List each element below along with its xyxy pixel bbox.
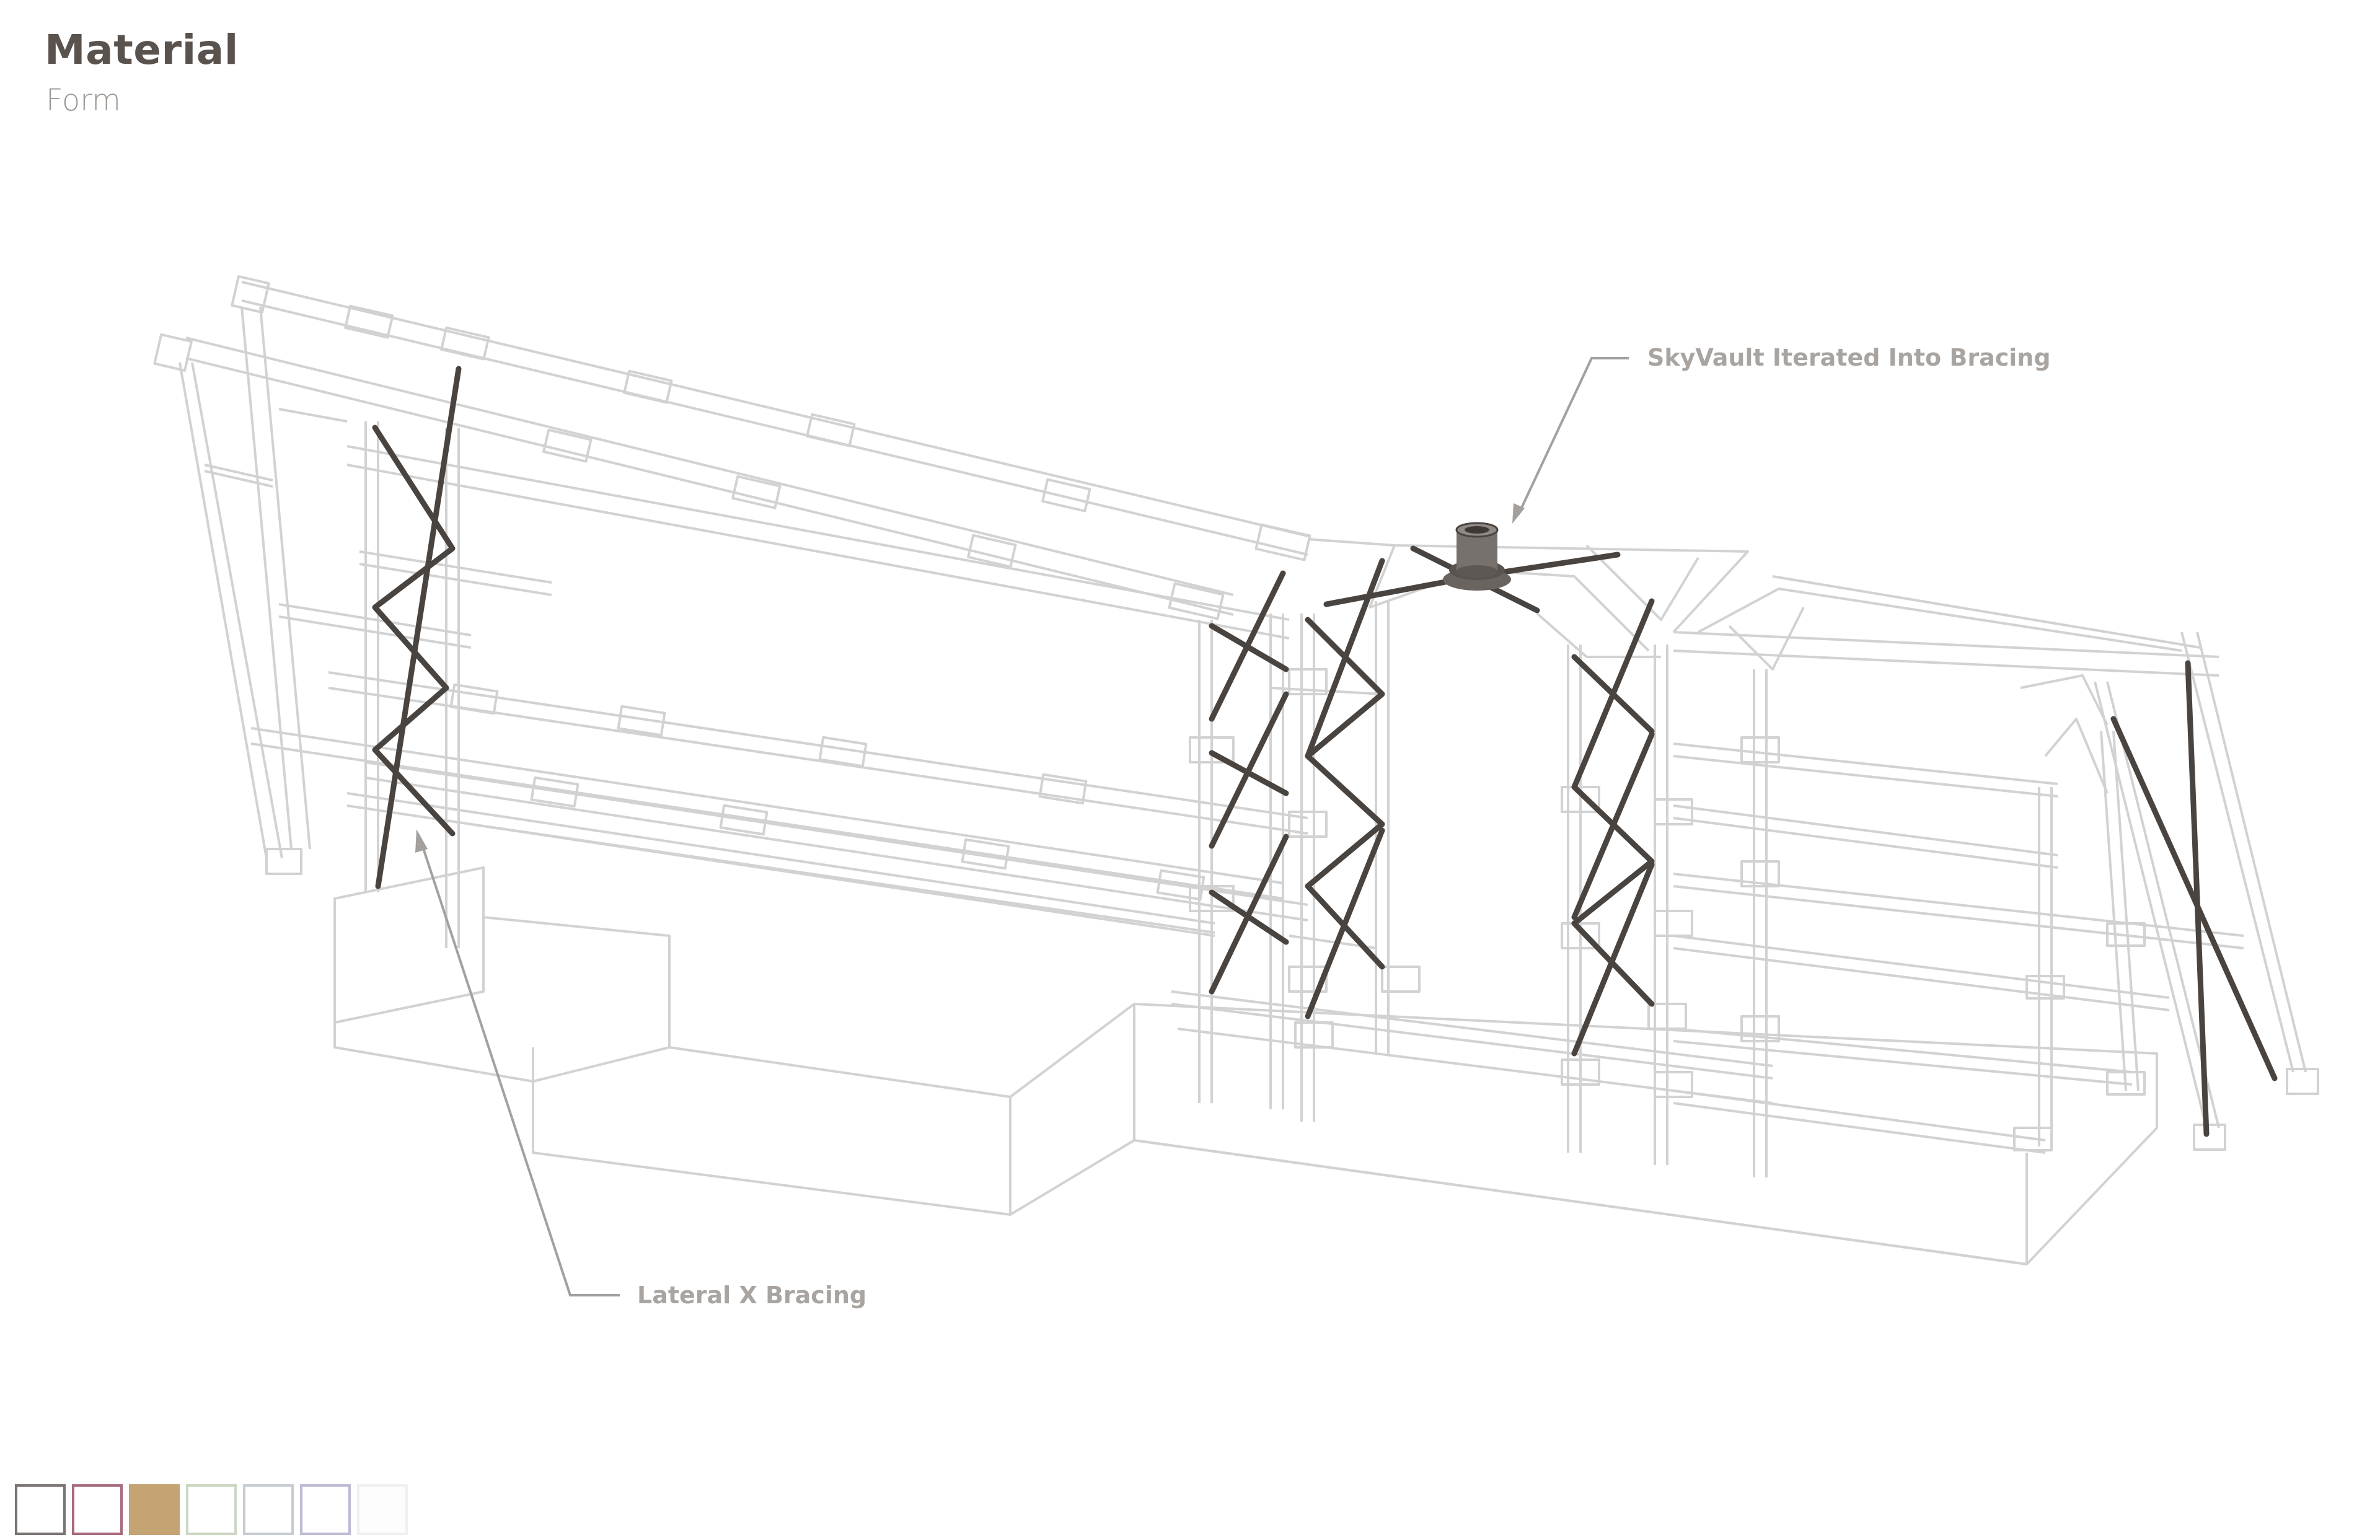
material-swatch-1[interactable] xyxy=(15,1484,66,1535)
material-swatch-2[interactable] xyxy=(72,1484,123,1535)
central-brace-2 xyxy=(1209,623,1289,672)
lateral-x-brace-1 xyxy=(372,425,456,837)
material-swatches xyxy=(15,1484,408,1535)
leader-arrowheads xyxy=(415,503,1525,853)
skyvault-arrowhead xyxy=(1512,503,1525,524)
material-swatch-6[interactable] xyxy=(300,1484,351,1535)
central-brace-10 xyxy=(1571,598,1655,1007)
central-brace-12 xyxy=(1571,731,1655,920)
skyvault-hub xyxy=(1443,522,1511,591)
ghost-structure xyxy=(153,275,2319,1265)
central-brace-8 xyxy=(1305,617,1385,759)
lateral-arrowhead xyxy=(415,829,428,853)
bracing-members xyxy=(372,366,2278,1137)
right-wing-brace-2 xyxy=(2185,660,2210,1137)
page-title: Material xyxy=(45,26,239,74)
page-subtitle: Form xyxy=(46,83,121,118)
lateral-bracing-label: Lateral X Bracing xyxy=(637,1282,867,1309)
skyvault-label: SkyVault Iterated Into Bracing xyxy=(1647,344,2051,371)
central-brace-6 xyxy=(1209,889,1289,945)
central-brace-9 xyxy=(1305,827,1385,1019)
material-swatch-3[interactable] xyxy=(129,1484,180,1535)
skyvault-leader xyxy=(1517,357,1629,515)
material-swatch-5[interactable] xyxy=(243,1484,294,1535)
central-brace-13 xyxy=(1571,861,1655,1057)
central-brace-11 xyxy=(1571,654,1655,734)
lateral-x-brace-2 xyxy=(375,366,462,889)
material-swatch-7[interactable] xyxy=(357,1484,408,1535)
leader-lines xyxy=(420,357,1629,1296)
central-brace-7 xyxy=(1305,558,1385,970)
material-swatch-4[interactable] xyxy=(186,1484,237,1535)
right-wing-brace-1 xyxy=(2110,716,2278,1081)
central-brace-4 xyxy=(1209,750,1289,796)
lateral-leader xyxy=(420,842,620,1296)
